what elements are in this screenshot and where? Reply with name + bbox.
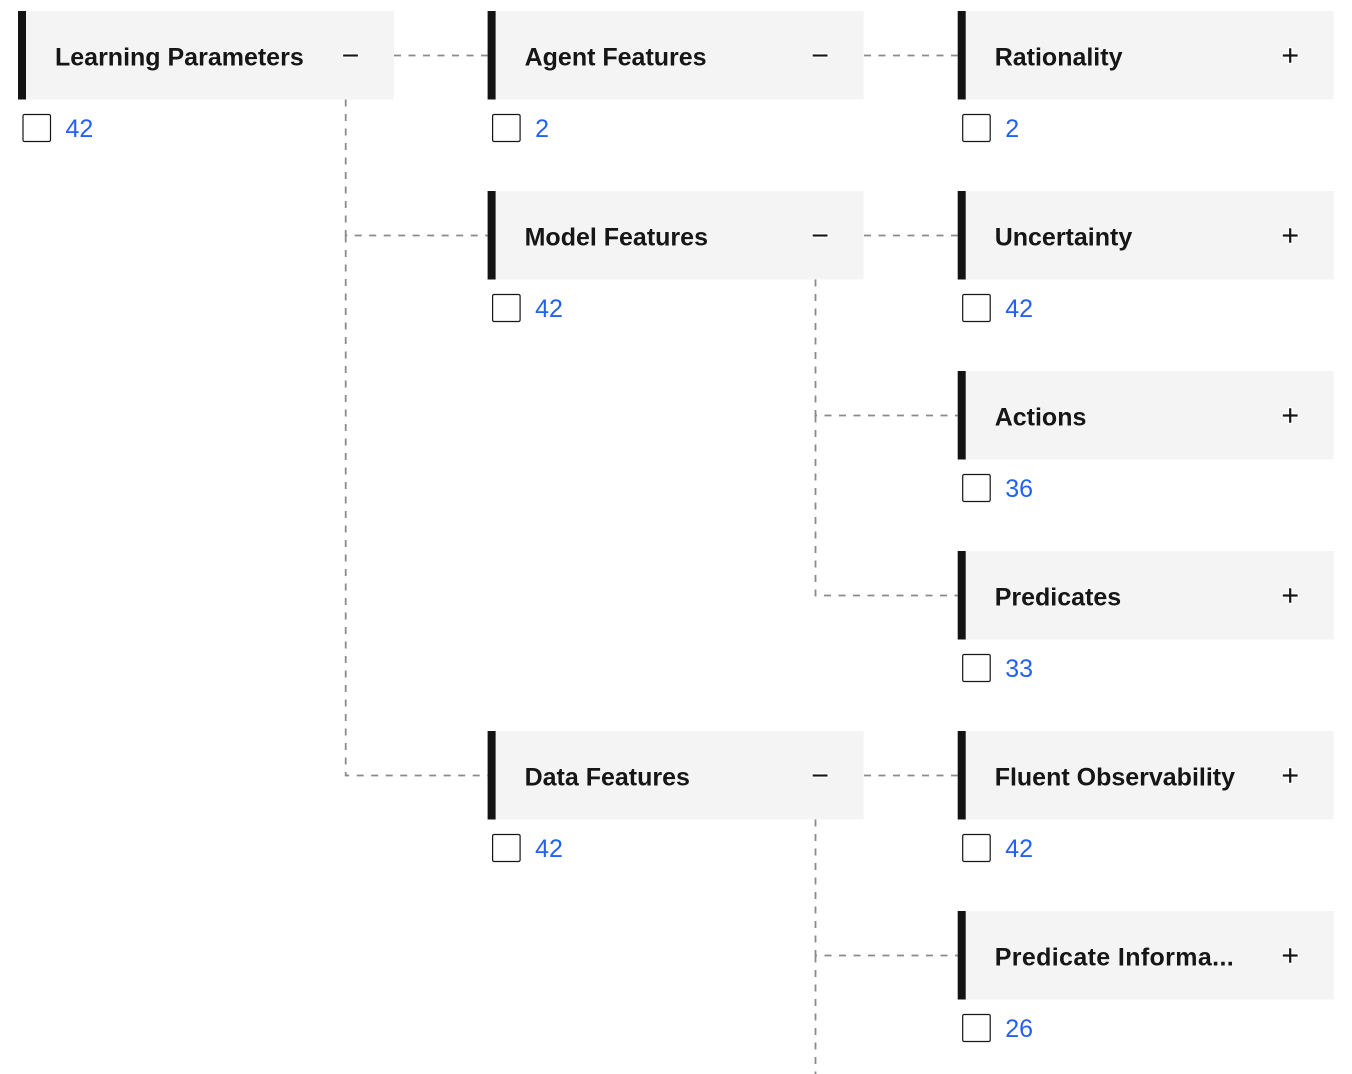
svg-text:Agent Features: Agent Features <box>525 43 707 71</box>
svg-text:42: 42 <box>535 295 563 323</box>
svg-text:Rationality: Rationality <box>995 43 1123 71</box>
svg-text:Actions: Actions <box>995 403 1087 431</box>
svg-text:42: 42 <box>66 115 94 143</box>
svg-text:36: 36 <box>1005 475 1033 503</box>
svg-text:2: 2 <box>535 115 549 143</box>
svg-text:Predicates: Predicates <box>995 583 1121 611</box>
svg-text:Learning Parameters: Learning Parameters <box>55 43 304 71</box>
svg-text:42: 42 <box>1005 835 1033 863</box>
svg-text:Predicate Informa...: Predicate Informa... <box>995 943 1234 971</box>
svg-text:33: 33 <box>1005 655 1033 683</box>
svg-text:Model Features: Model Features <box>525 223 708 251</box>
svg-text:2: 2 <box>1005 115 1019 143</box>
svg-text:Data Features: Data Features <box>525 763 690 791</box>
svg-text:Fluent Observability: Fluent Observability <box>995 763 1235 791</box>
svg-text:26: 26 <box>1005 1015 1033 1043</box>
svg-text:Uncertainty: Uncertainty <box>995 223 1133 251</box>
svg-text:42: 42 <box>535 835 563 863</box>
svg-text:42: 42 <box>1005 295 1033 323</box>
